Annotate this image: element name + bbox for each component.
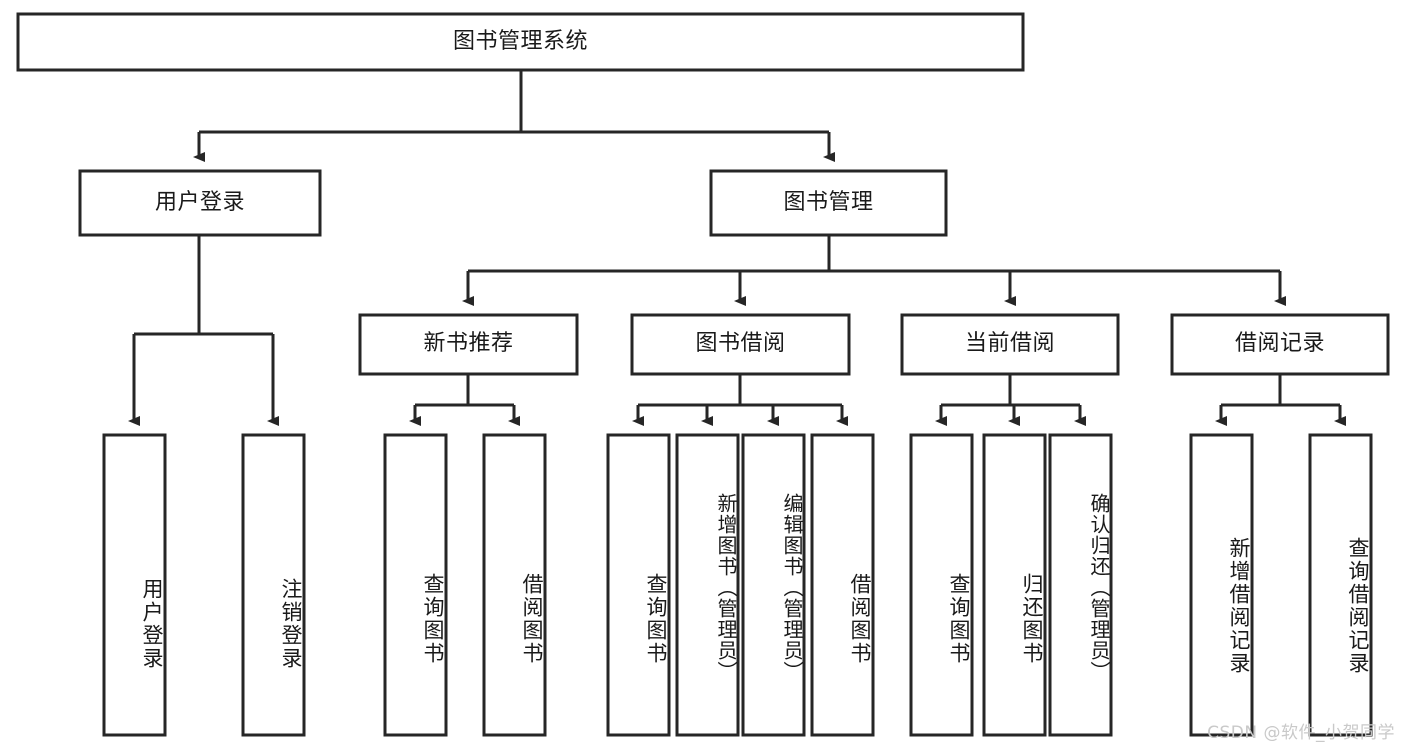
box-user-login[interactable] — [78, 169, 322, 237]
box-leaf-query-record[interactable] — [1308, 433, 1373, 737]
box-leaf-edit-book[interactable] — [741, 433, 806, 737]
box-book-borrow[interactable] — [630, 313, 851, 376]
box-book-management[interactable] — [709, 169, 948, 237]
box-new-book-recommend[interactable] — [358, 313, 579, 376]
box-leaf-borrow-book-rec[interactable] — [482, 433, 547, 737]
box-leaf-user-login[interactable] — [102, 433, 167, 737]
box-leaf-query-book-current[interactable] — [909, 433, 974, 737]
box-root-system[interactable] — [16, 12, 1025, 72]
box-current-borrow[interactable] — [900, 313, 1120, 376]
box-leaf-logout[interactable] — [241, 433, 306, 737]
box-leaf-query-book-rec[interactable] — [383, 433, 448, 737]
box-leaf-add-record[interactable] — [1189, 433, 1254, 737]
box-leaf-add-book[interactable] — [675, 433, 740, 737]
box-leaf-borrow-book[interactable] — [810, 433, 875, 737]
csdn-watermark: CSDN @软件_小贺同学 — [1207, 723, 1395, 743]
box-leaf-return-book[interactable] — [982, 433, 1047, 737]
box-leaf-confirm-return[interactable] — [1048, 433, 1113, 737]
box-leaf-query-book-borrow[interactable] — [606, 433, 671, 737]
box-borrow-record[interactable] — [1170, 313, 1390, 376]
